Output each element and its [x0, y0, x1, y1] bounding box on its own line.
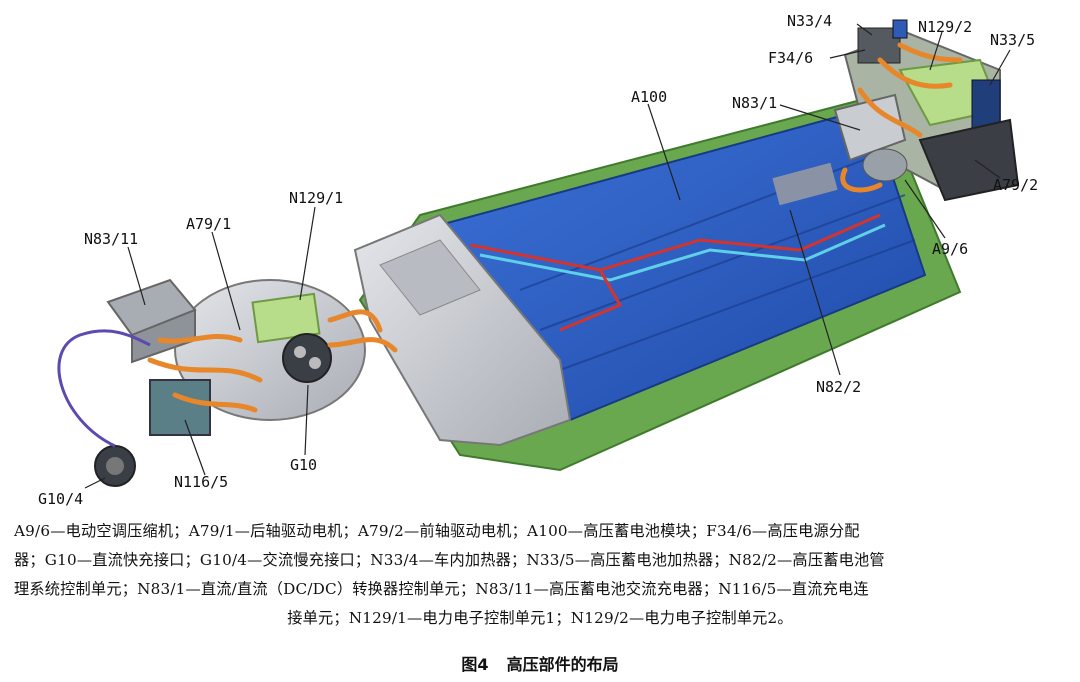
dc-charge-socket-g10	[282, 333, 332, 383]
caption-line: 理系统控制单元；N83/1—直流/直流（DC/DC）转换器控制单元；N83/11…	[14, 580, 869, 598]
label-g10-4: G10/4	[38, 490, 83, 508]
rear-hv-cables	[147, 309, 398, 413]
label-n129-2: N129/2	[918, 18, 972, 36]
figure-number: 图4	[461, 655, 489, 674]
component-labels: N33/4 N129/2 N33/5 F34/6 A100 N83/1 A79/…	[38, 12, 1038, 508]
label-a79-2: A79/2	[993, 176, 1038, 194]
figure-title: 图4 高压部件的布局	[0, 651, 1080, 675]
dc-charge-unit-n116-5	[149, 379, 211, 436]
high-voltage-layout-figure: N33/4 N129/2 N33/5 F34/6 A100 N83/1 A79/…	[38, 12, 1038, 508]
caption-line: 接单元；N129/1—电力电子控制单元1；N129/2—电力电子控制单元2。	[287, 609, 793, 627]
leader-lines	[84, 23, 1011, 489]
ac-charger-n83-11	[106, 278, 197, 364]
label-n82-2: N82/2	[816, 378, 861, 396]
front-hv-cables	[840, 42, 963, 193]
label-a9-6: A9/6	[932, 240, 968, 258]
label-n129-1: N129/1	[289, 189, 343, 207]
label-n83-1: N83/1	[732, 94, 777, 112]
label-a79-1: A79/1	[186, 215, 231, 233]
ac-charge-cable	[57, 329, 151, 448]
dcdc-converter-n83-1	[833, 93, 907, 162]
label-f34-6: F34/6	[768, 49, 813, 67]
rear-drive-motor-a79-1	[174, 279, 366, 421]
caption-line: 器；G10—直流快充接口；G10/4—交流慢充接口；N33/4—车内加热器；N3…	[14, 551, 885, 569]
label-n33-4: N33/4	[787, 12, 832, 30]
label-n33-5: N33/5	[990, 31, 1035, 49]
caption-line: A9/6—电动空调压缩机；A79/1—后轴驱动电机；A79/2—前轴驱动电机；A…	[14, 522, 860, 540]
figure-title-text: 高压部件的布局	[506, 655, 619, 674]
power-electronics-n129-1	[251, 292, 321, 344]
front-drive-assembly	[833, 19, 1020, 202]
label-a100: A100	[631, 88, 667, 106]
label-n83-11: N83/11	[84, 230, 138, 248]
label-g10: G10	[290, 456, 317, 474]
figure-caption: A9/6—电动空调压缩机；A79/1—后轴驱动电机；A79/2—前轴驱动电机；A…	[14, 517, 1066, 633]
label-n116-5: N116/5	[174, 473, 228, 491]
ac-compressor-a9-6	[862, 148, 908, 182]
layout-illustration: N33/4 N129/2 N33/5 F34/6 A100 N83/1 A79/…	[38, 12, 1038, 508]
front-drive-motor-a79-2	[918, 118, 1020, 202]
ac-charge-socket-g10-4	[94, 445, 136, 487]
